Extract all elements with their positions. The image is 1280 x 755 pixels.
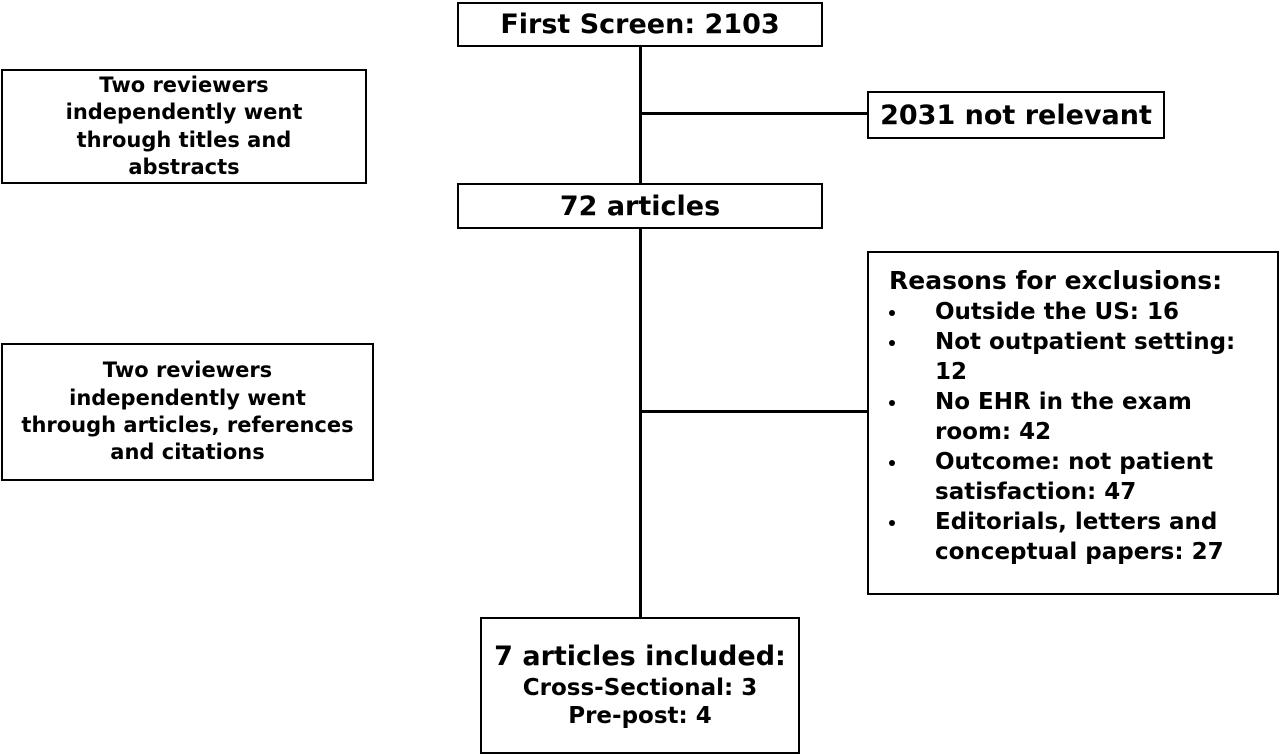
- exclusion-item: Editorials, letters and conceptual paper…: [889, 507, 1263, 567]
- included-pre-post: Pre-post: 4: [568, 702, 712, 729]
- bullet-icon: [889, 310, 895, 317]
- connector-to-exclusions: [640, 410, 868, 413]
- exclusion-item-label: Editorials, letters and conceptual paper…: [935, 509, 1224, 566]
- exclusion-reasons-title: Reasons for exclusions:: [889, 266, 1223, 295]
- bullet-icon: [889, 400, 895, 407]
- connector-main-bottom: [639, 229, 642, 618]
- screened-articles-box: 72 articles: [457, 183, 823, 229]
- exclusion-item-label: No EHR in the exam room: 42: [935, 389, 1192, 446]
- bullet-icon: [889, 460, 895, 467]
- connector-main-top: [639, 47, 642, 184]
- exclusion-item-label: Outcome: not patient satisfaction: 47: [935, 449, 1214, 506]
- exclusion-reasons-list: Outside the US: 16 Not outpatient settin…: [889, 297, 1263, 567]
- included-cross-sectional: Cross-Sectional: 3: [522, 675, 758, 702]
- not-relevant-box: 2031 not relevant: [867, 91, 1165, 139]
- not-relevant-label: 2031 not relevant: [880, 99, 1152, 131]
- exclusion-item-label: Outside the US: 16: [935, 299, 1179, 326]
- full-text-review-text: Two reviewers independently went through…: [21, 358, 354, 465]
- full-text-review-note: Two reviewers independently went through…: [1, 343, 374, 481]
- first-screen-box: First Screen: 2103: [457, 2, 823, 47]
- screened-articles-label: 72 articles: [559, 190, 721, 222]
- title-abstract-review-note: Two reviewers independently went through…: [1, 69, 367, 184]
- exclusion-item: Outside the US: 16: [889, 297, 1263, 327]
- exclusion-item-label: Not outpatient setting: 12: [935, 329, 1236, 386]
- included-articles-box: 7 articles included: Cross-Sectional: 3 …: [480, 617, 800, 754]
- title-abstract-review-text: Two reviewers independently went through…: [65, 72, 303, 179]
- bullet-icon: [889, 340, 895, 347]
- included-articles-title: 7 articles included:: [494, 640, 786, 672]
- connector-to-not-relevant: [640, 112, 868, 115]
- exclusion-reasons-box: Reasons for exclusions: Outside the US: …: [867, 251, 1279, 595]
- exclusion-item: Outcome: not patient satisfaction: 47: [889, 447, 1263, 507]
- bullet-icon: [889, 520, 895, 527]
- exclusion-item: No EHR in the exam room: 42: [889, 387, 1263, 447]
- exclusion-item: Not outpatient setting: 12: [889, 327, 1263, 387]
- first-screen-label: First Screen: 2103: [500, 9, 780, 40]
